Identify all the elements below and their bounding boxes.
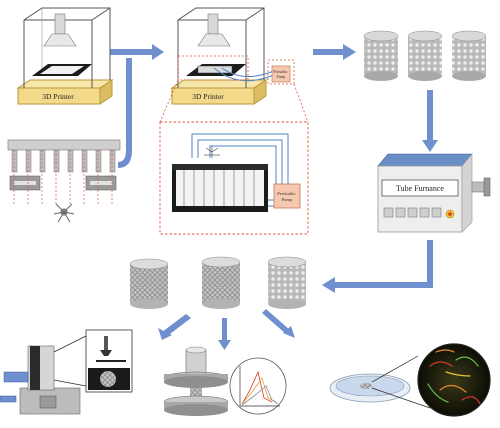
scaffold-icon: [407, 30, 443, 81]
printer-right-label: 3D Printer: [192, 92, 224, 101]
pump-label-line2: Pump: [277, 75, 286, 79]
microscope-icon: [0, 329, 133, 415]
arrow-icon: [110, 44, 438, 350]
detail-pump-line2: Pump: [282, 197, 293, 202]
printer-icon: Peristaltic Pump 3D Printer: [170, 7, 295, 105]
detail-box: Peristaltic Pump: [159, 121, 309, 235]
compression-icon: [163, 346, 229, 416]
scaffold-icon: [363, 30, 399, 81]
printer-right-pump-label: Peristaltic Pump: [273, 70, 288, 79]
scaffold-icon: [201, 256, 241, 309]
scaffold-icon: [267, 256, 307, 309]
petri-dish-icon: [329, 343, 491, 417]
detail-pump-label: Peristaltic Pump: [277, 191, 297, 202]
detail-pump-line1: Peristaltic: [277, 191, 295, 196]
furnace-label: Tube Furnance: [396, 184, 444, 193]
mold-parts: [7, 139, 121, 223]
detail-connectors: [159, 79, 309, 123]
printer-icon: 3D Printer: [16, 7, 114, 105]
scaffold-icon: [129, 258, 169, 309]
scaffold-icon: [451, 30, 487, 81]
printer-left-label: 3D Printer: [42, 92, 74, 101]
furnace-icon: Tube Furnance: [377, 153, 491, 233]
curve-chart-icon: [229, 357, 287, 415]
pump-label-line1: Peristaltic: [273, 70, 288, 74]
